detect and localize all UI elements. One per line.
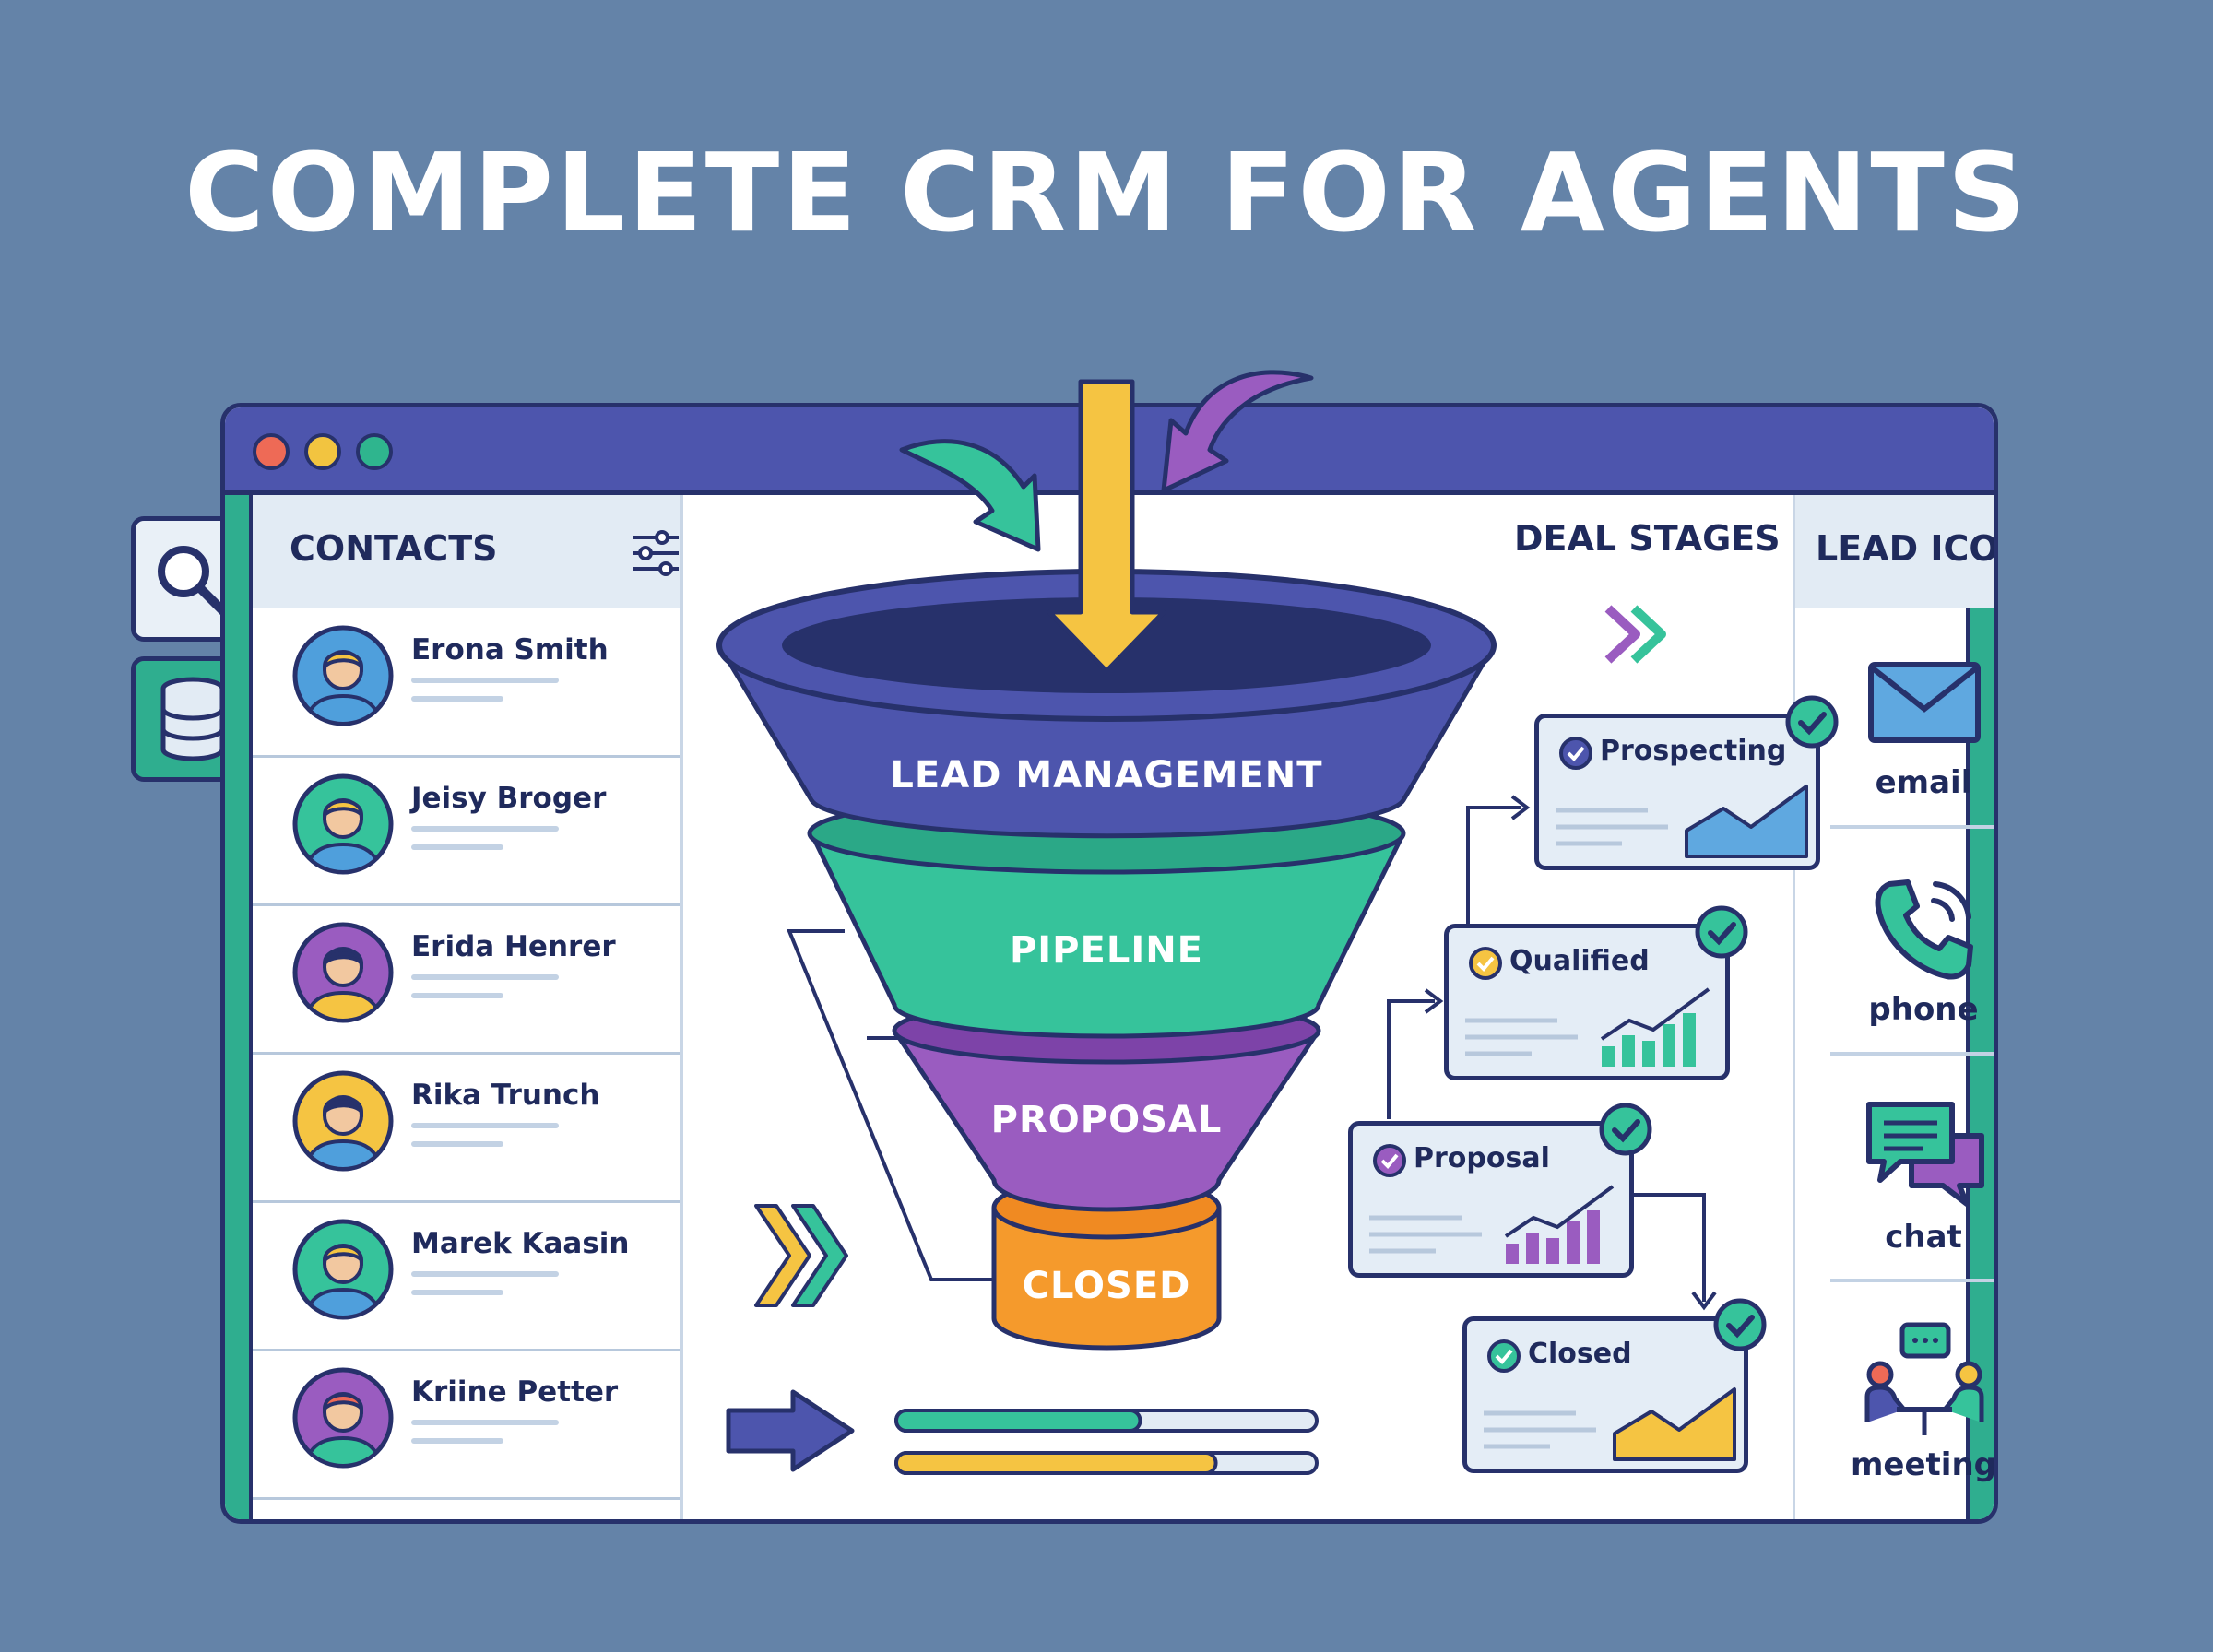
funnel-label-lead-management: LEAD MANAGEMENT [890,754,1323,796]
placeholder-line [411,1290,503,1295]
contact-name: Erona Smith [411,633,609,667]
page-headline: COMPLETE CRM FOR AGENTS [184,129,2029,256]
deal-stage-card[interactable]: Proposal [1348,1103,1652,1278]
contacts-title: CONTACTS [290,528,498,569]
phone-icon[interactable] [1869,873,1980,984]
contact-row[interactable]: Erida Henrer [253,904,680,1055]
placeholder-line [411,844,503,850]
deal-stages-title: DEAL STAGES [1514,518,1781,559]
deal-stage-label: Proposal [1414,1142,1550,1174]
deal-stage-card[interactable]: Closed [1462,1298,1767,1473]
window-titlebar [225,407,1994,495]
check-badge-icon [1695,905,1748,959]
placeholder-line [411,1438,503,1444]
check-badge-icon [1599,1103,1652,1156]
contact-name: Erida Henrer [411,930,616,963]
contact-name: Marek Kaasin [411,1227,630,1260]
contacts-header: CONTACTS [253,495,680,608]
placeholder-line [411,678,559,683]
avatar [292,922,394,1023]
lead-separator [1830,1279,1994,1282]
lead-icons-title: LEAD ICONS [1816,528,1998,569]
contact-name: Rika Trunch [411,1079,600,1112]
deal-stage-label: Qualified [1509,945,1650,977]
placeholder-line [411,1141,503,1147]
lead-icon-label-meeting: meeting [1851,1446,1996,1483]
contact-row[interactable]: Kriine Petter [253,1350,680,1500]
funnel-label-proposal: PROPOSAL [990,1099,1223,1141]
envelope-icon[interactable] [1867,661,1982,744]
deal-card-graphic [1465,947,1710,1067]
lead-icon-label-email: email [1875,764,1972,801]
placeholder-line [411,826,559,832]
avatar [292,1367,394,1469]
avatar [292,1070,394,1172]
meeting-icon[interactable] [1860,1321,1989,1441]
contact-row[interactable]: Erona Smith [253,608,680,758]
deal-stage-label: Closed [1528,1338,1632,1370]
placeholder-line [411,1271,559,1277]
placeholder-line [411,993,503,998]
placeholder-line [411,974,559,980]
contact-row[interactable]: Jeisy Broger [253,756,680,906]
lead-icon-label-chat: chat [1885,1219,1962,1256]
deal-stage-card[interactable]: Qualified [1444,905,1748,1080]
avatar [292,1219,394,1320]
lead-icons-header: LEAD ICONS [1795,495,1998,608]
deal-card-graphic [1484,1339,1736,1461]
search-icon [158,546,228,616]
avatar [292,773,394,875]
deal-card-graphic [1369,1144,1615,1264]
contact-name: Jeisy Broger [411,782,607,815]
minimize-dot[interactable] [304,433,341,470]
lead-separator [1830,825,1994,829]
contact-row[interactable]: Marek Kaasin [253,1201,680,1351]
deal-stage-card[interactable]: Prospecting [1534,695,1839,870]
funnel-label-pipeline: PIPELINE [1009,929,1203,972]
placeholder-line [411,1420,559,1425]
window-edge-left [225,495,253,1519]
contact-row[interactable]: Rika Trunch [253,1053,680,1203]
maximize-dot[interactable] [356,433,393,470]
chat-icon[interactable] [1864,1099,1989,1210]
lead-separator [1830,1052,1994,1056]
placeholder-line [411,696,503,702]
avatar [292,625,394,726]
lead-icons-panel: LEAD ICONS email phone chat [1793,495,1998,1519]
lead-icon-label-phone: phone [1868,991,1979,1028]
check-badge-icon [1785,695,1839,749]
placeholder-line [411,1123,559,1128]
deal-stage-label: Prospecting [1600,735,1787,767]
deal-card-graphic [1556,737,1808,858]
funnel-label-closed: CLOSED [1022,1265,1191,1307]
check-badge-icon [1713,1298,1767,1351]
close-dot[interactable] [253,433,290,470]
contact-name: Kriine Petter [411,1375,619,1409]
sliders-icon[interactable] [631,530,680,576]
